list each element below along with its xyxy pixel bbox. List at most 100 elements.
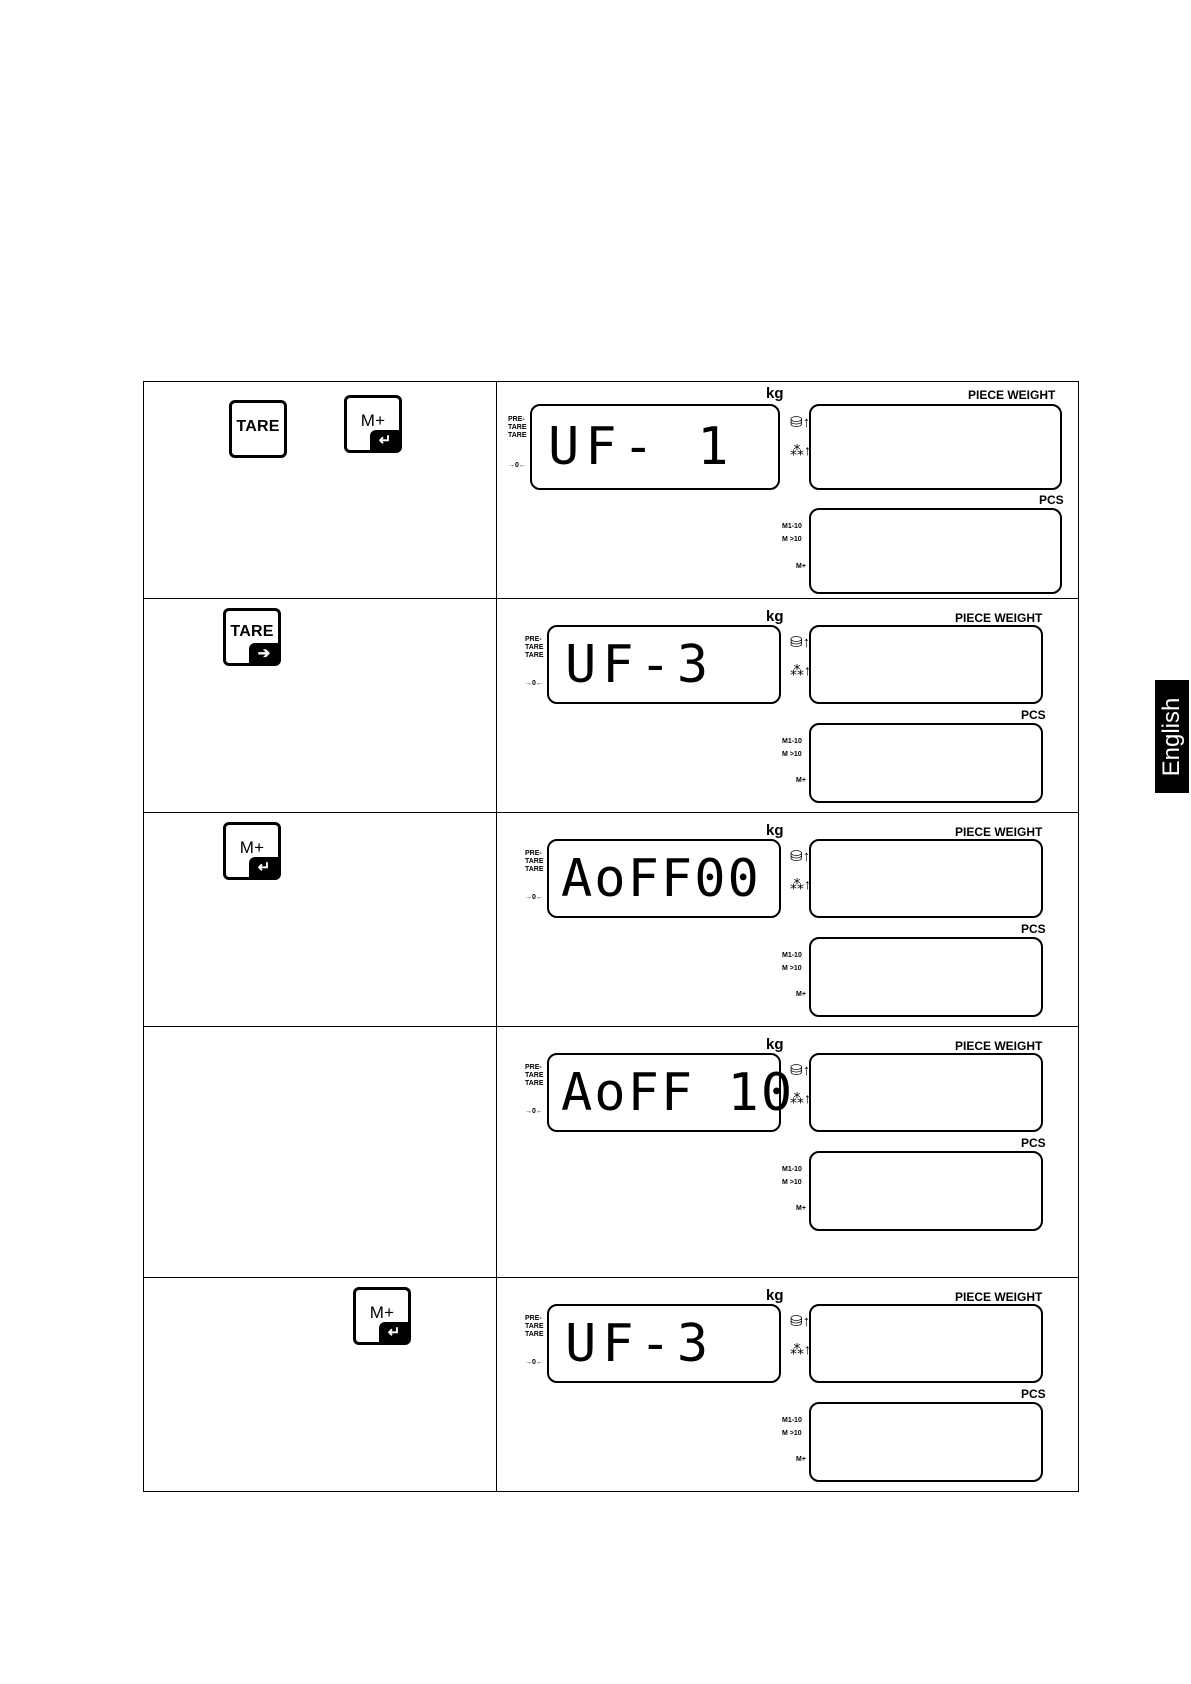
zero-indicator: →0← xyxy=(525,680,543,687)
pieces-up-icon: ⁂↑ xyxy=(790,876,811,892)
weight-readout: UF-3 xyxy=(565,634,715,695)
key-cell-5: M+ ↵ xyxy=(143,1277,497,1492)
unit-kg-label: kg xyxy=(766,608,784,625)
unit-kg-label: kg xyxy=(766,1287,784,1304)
mplus-indicator: M+ xyxy=(796,1205,806,1212)
piece-weight-panel xyxy=(809,1053,1043,1132)
weight-readout: UF- 1 xyxy=(548,417,735,477)
weight-up-icon: ⛁↑ xyxy=(790,1313,811,1330)
piece-weight-panel xyxy=(809,839,1043,918)
pieces-up-icon: ⁂↑ xyxy=(790,1090,811,1106)
pieces-up-icon: ⁂↑ xyxy=(790,442,811,458)
display-cell-3: kg PIECE WEIGHT PRE- TARE TARE →0← AoFF0… xyxy=(496,812,1079,1027)
pcs-label: PCS xyxy=(1021,1136,1046,1150)
m-gt10-label: M >10 xyxy=(782,965,802,972)
pretare-label: PRE- TARE TARE xyxy=(525,636,544,659)
mplus-key-label: M+ xyxy=(239,838,265,857)
enter-icon: ↵ xyxy=(379,1322,409,1343)
unit-kg-label: kg xyxy=(766,385,784,402)
weight-panel: UF- 1 xyxy=(530,404,780,490)
pcs-panel xyxy=(809,508,1062,594)
pretare-label: PRE- TARE TARE xyxy=(525,1064,544,1087)
piece-weight-panel xyxy=(809,404,1062,490)
zero-indicator: →0← xyxy=(525,894,543,901)
pcs-label: PCS xyxy=(1021,1387,1046,1401)
m1-10-label: M1-10 xyxy=(782,523,802,530)
piece-weight-label: PIECE WEIGHT xyxy=(968,388,1056,402)
display-cell-5: kg PIECE WEIGHT PRE- TARE TARE →0← UF-3 … xyxy=(496,1277,1079,1492)
weight-panel: UF-3 xyxy=(547,1304,781,1383)
weight-panel: AoFF00 xyxy=(547,839,781,918)
tare-key: TARE ➔ xyxy=(223,608,281,666)
piece-weight-panel xyxy=(809,625,1043,704)
tare-key-label: TARE xyxy=(230,623,274,640)
pcs-panel xyxy=(809,1151,1043,1231)
pcs-panel xyxy=(809,937,1043,1017)
weight-up-icon: ⛁↑ xyxy=(790,634,811,651)
tare-key-label: TARE xyxy=(236,418,280,435)
step-row-1: TARE M+ ↵ kg PIECE WEIGHT PRE- TARE TARE… xyxy=(143,381,1079,599)
pcs-label: PCS xyxy=(1039,493,1064,507)
enter-icon: ↵ xyxy=(370,430,400,451)
weight-panel: UF-3 xyxy=(547,625,781,704)
m1-10-label: M1-10 xyxy=(782,952,802,959)
m1-10-label: M1-10 xyxy=(782,1417,802,1424)
pieces-up-icon: ⁂↑ xyxy=(790,662,811,678)
unit-kg-label: kg xyxy=(766,1036,784,1053)
m1-10-label: M1-10 xyxy=(782,1166,802,1173)
mplus-key-label: M+ xyxy=(369,1303,395,1322)
mplus-key-label: M+ xyxy=(360,411,386,430)
enter-icon: ↵ xyxy=(249,857,279,878)
key-cell-4 xyxy=(143,1026,497,1278)
weight-readout: AoFF00 xyxy=(561,848,761,909)
language-tab: English xyxy=(1155,680,1189,793)
unit-kg-label: kg xyxy=(766,822,784,839)
pcs-label: PCS xyxy=(1021,922,1046,936)
piece-weight-label: PIECE WEIGHT xyxy=(955,1290,1043,1304)
m-gt10-label: M >10 xyxy=(782,1179,802,1186)
zero-indicator: →0← xyxy=(525,1108,543,1115)
m1-10-label: M1-10 xyxy=(782,738,802,745)
weight-up-icon: ⛁↑ xyxy=(790,848,811,865)
pretare-label: PRE- TARE TARE xyxy=(525,850,544,873)
key-cell-3: M+ ↵ xyxy=(143,812,497,1027)
weight-up-icon: ⛁↑ xyxy=(790,414,811,431)
arrow-right-icon: ➔ xyxy=(249,643,279,664)
language-tab-label: English xyxy=(1158,697,1185,776)
pretare-label: PRE- TARE TARE xyxy=(508,416,527,439)
mplus-indicator: M+ xyxy=(796,991,806,998)
pcs-panel xyxy=(809,723,1043,803)
piece-weight-panel xyxy=(809,1304,1043,1383)
display-cell-4: kg PIECE WEIGHT PRE- TARE TARE →0← AoFF … xyxy=(496,1026,1079,1278)
m-gt10-label: M >10 xyxy=(782,751,802,758)
m-gt10-label: M >10 xyxy=(782,1430,802,1437)
weight-panel: AoFF 10 xyxy=(547,1053,795,1132)
pcs-label: PCS xyxy=(1021,708,1046,722)
step-row-3: M+ ↵ kg PIECE WEIGHT PRE- TARE TARE →0← … xyxy=(143,812,1079,1027)
mplus-indicator: M+ xyxy=(796,777,806,784)
pieces-up-icon: ⁂↑ xyxy=(790,1341,811,1357)
key-cell-1: TARE M+ ↵ xyxy=(143,381,497,599)
pcs-panel xyxy=(809,1402,1043,1482)
piece-weight-label: PIECE WEIGHT xyxy=(955,825,1043,839)
piece-weight-label: PIECE WEIGHT xyxy=(955,611,1043,625)
m-gt10-label: M >10 xyxy=(782,536,802,543)
display-cell-2: kg PIECE WEIGHT PRE- TARE TARE →0← UF-3 … xyxy=(496,598,1079,813)
mplus-key: M+ ↵ xyxy=(353,1287,411,1345)
step-row-4: kg PIECE WEIGHT PRE- TARE TARE →0← AoFF … xyxy=(143,1026,1079,1278)
piece-weight-label: PIECE WEIGHT xyxy=(955,1039,1043,1053)
mplus-indicator: M+ xyxy=(796,1456,806,1463)
weight-readout: AoFF 10 xyxy=(561,1062,795,1123)
zero-indicator: →0← xyxy=(525,1359,543,1366)
step-row-2: TARE ➔ kg PIECE WEIGHT PRE- TARE TARE →0… xyxy=(143,598,1079,813)
weight-readout: UF-3 xyxy=(565,1313,715,1374)
tare-key: TARE xyxy=(229,400,287,458)
mplus-indicator: M+ xyxy=(796,563,806,570)
step-row-5: M+ ↵ kg PIECE WEIGHT PRE- TARE TARE →0← … xyxy=(143,1277,1079,1492)
weight-up-icon: ⛁↑ xyxy=(790,1062,811,1079)
procedure-table: TARE M+ ↵ kg PIECE WEIGHT PRE- TARE TARE… xyxy=(143,381,1079,1492)
pretare-label: PRE- TARE TARE xyxy=(525,1315,544,1338)
mplus-key: M+ ↵ xyxy=(223,822,281,880)
key-cell-2: TARE ➔ xyxy=(143,598,497,813)
zero-indicator: →0← xyxy=(508,462,526,469)
